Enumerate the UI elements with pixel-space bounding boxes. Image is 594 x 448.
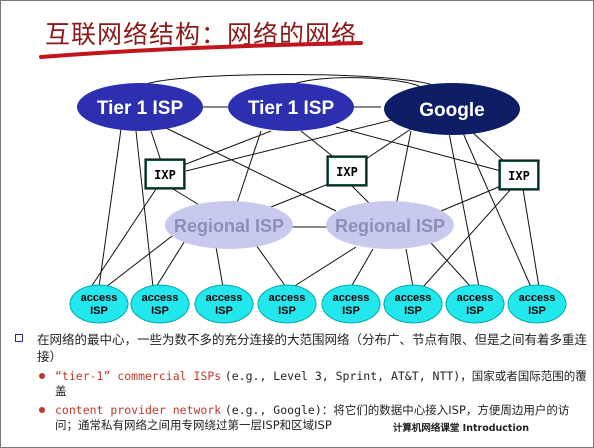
link-regionalb-access4 bbox=[292, 246, 357, 288]
link-tier1a-ixp1 bbox=[150, 130, 162, 162]
link-ixp2-regionalb bbox=[350, 184, 372, 206]
ixp-node-1: IXP bbox=[144, 158, 186, 190]
link-tier1a-google-arc bbox=[140, 74, 442, 90]
link-ixp3-access6 bbox=[422, 188, 512, 288]
access-isp-line1: access bbox=[395, 292, 432, 304]
link-regionalb-access6 bbox=[405, 248, 414, 288]
access-isp-line2: ISP bbox=[90, 305, 108, 317]
dot-bullet-icon bbox=[39, 373, 45, 379]
link-ixp1-access1 bbox=[90, 188, 157, 288]
link-google-access7 bbox=[448, 132, 480, 288]
bullet-sub-1-text: ，国家或者国际范围的覆盖 bbox=[55, 369, 587, 398]
title-underline bbox=[39, 41, 363, 59]
access-isp-node-4: access ISP bbox=[257, 284, 317, 324]
bullet-sub-2: content provider network (e.g., Google)：… bbox=[15, 403, 587, 433]
link-regionala-access3 bbox=[215, 246, 224, 288]
link-ixp1-regionala bbox=[172, 188, 202, 207]
bullet-sub-1-examples: (e.g., Level 3, Sprint, AT&T, NTT) bbox=[224, 369, 461, 383]
ixp-label-2: IXP bbox=[336, 165, 358, 179]
link-tier1a-access1 bbox=[98, 128, 122, 288]
access-isp-line1: access bbox=[333, 292, 370, 304]
ixp-node-3: IXP bbox=[498, 159, 540, 191]
google-label: Google bbox=[419, 100, 484, 121]
link-tier1b-ixp2 bbox=[300, 130, 337, 160]
access-isp-line1: access bbox=[269, 292, 306, 304]
bullet-main-text: 在网络的最中心，一些为数不多的充分连接的大范围网络（分布广、节点有限、但是之间有… bbox=[37, 332, 588, 364]
link-google-regionalb bbox=[395, 130, 412, 207]
access-isp-line1: access bbox=[519, 292, 556, 304]
bullet-list: 在网络的最中心，一些为数不多的充分连接的大范围网络（分布广、节点有限、但是之间有… bbox=[15, 331, 587, 433]
tier1-isp-label-a: Tier 1 ISP bbox=[97, 98, 184, 119]
link-regionala-access4 bbox=[255, 244, 287, 288]
tier1-isp-node-b: Tier 1 ISP bbox=[228, 83, 354, 131]
link-google-ixp1 bbox=[185, 118, 397, 172]
dot-bullet-icon bbox=[39, 407, 45, 413]
bullet-sub-1-highlight: “tier-1” commercial ISPs bbox=[55, 369, 222, 383]
access-isp-line2: ISP bbox=[404, 305, 422, 317]
bullet-main: 在网络的最中心，一些为数不多的充分连接的大范围网络（分布广、节点有限、但是之间有… bbox=[15, 331, 587, 365]
link-ixp3-access8 bbox=[522, 188, 540, 288]
link-regionalb-access7 bbox=[430, 242, 472, 288]
link-google-ixp2 bbox=[365, 128, 412, 160]
link-tier1b-regionala bbox=[235, 130, 262, 207]
link-tier1b-google-arc bbox=[290, 77, 422, 88]
regional-isp-node-a: Regional ISP bbox=[165, 201, 293, 249]
regional-isp-label-a: Regional ISP bbox=[174, 216, 284, 236]
ixp-label-1: IXP bbox=[154, 168, 176, 182]
access-isp-node-2: access ISP bbox=[130, 284, 190, 324]
link-tier1b-ixp3 bbox=[335, 126, 502, 172]
access-isp-node-1: access ISP bbox=[69, 284, 129, 324]
square-bullet-icon bbox=[15, 334, 23, 342]
access-isp-node-6: access ISP bbox=[383, 284, 443, 324]
bullet-sub-2-highlight: content provider network bbox=[55, 403, 222, 417]
access-isp-line1: access bbox=[81, 292, 118, 304]
link-regionala-access2 bbox=[155, 238, 187, 288]
bullet-sub-1: “tier-1” commercial ISPs (e.g., Level 3,… bbox=[15, 369, 587, 399]
access-isp-node-3: access ISP bbox=[194, 284, 254, 324]
link-regionalb-access5 bbox=[350, 248, 374, 288]
access-isp-line2: ISP bbox=[278, 305, 296, 317]
access-isp-node-7: access ISP bbox=[445, 284, 505, 324]
network-diagram: Tier 1 ISP Tier 1 ISP Google IXP IXP IXP bbox=[39, 41, 567, 324]
tier1-isp-label-b: Tier 1 ISP bbox=[248, 98, 335, 119]
regional-isp-label-b: Regional ISP bbox=[335, 216, 445, 236]
access-isp-line2: ISP bbox=[528, 305, 546, 317]
access-isp-node-8: access ISP bbox=[507, 284, 567, 324]
access-isp-line2: ISP bbox=[466, 305, 484, 317]
ixp-label-3: IXP bbox=[508, 169, 530, 183]
link-google-access8 bbox=[462, 132, 532, 288]
bullet-sub-2-text: ：将它们的数据中心接入ISP，方便周边用户的访问；通常私有网络之间用专网绕过第一… bbox=[55, 403, 570, 432]
google-node: Google bbox=[384, 83, 520, 135]
link-ixp3-regionalb bbox=[440, 185, 502, 212]
link-tier1a-regionalb bbox=[165, 127, 337, 212]
access-isp-line1: access bbox=[206, 292, 243, 304]
access-isp-node-5: access ISP bbox=[321, 284, 381, 324]
access-isp-line1: access bbox=[142, 292, 179, 304]
link-google-ixp3 bbox=[470, 130, 507, 164]
link-tier1a-access2 bbox=[135, 130, 154, 288]
ixp-node-2: IXP bbox=[326, 155, 368, 187]
tier1-isp-node-a: Tier 1 ISP bbox=[77, 83, 203, 131]
regional-isp-node-b: Regional ISP bbox=[326, 201, 454, 249]
link-ixp2-regionala bbox=[265, 182, 332, 210]
access-isp-line2: ISP bbox=[151, 305, 169, 317]
link-tier1b-ixp1 bbox=[180, 130, 272, 167]
link-regionala-access1 bbox=[105, 232, 177, 288]
footer-label: 计算机网络课堂 Introduction bbox=[390, 420, 531, 434]
access-isp-line2: ISP bbox=[215, 305, 233, 317]
bullet-sub-2-examples: (e.g., Google) bbox=[224, 403, 322, 417]
access-isp-line1: access bbox=[457, 292, 494, 304]
access-isp-line2: ISP bbox=[342, 305, 360, 317]
network-links bbox=[90, 74, 540, 288]
